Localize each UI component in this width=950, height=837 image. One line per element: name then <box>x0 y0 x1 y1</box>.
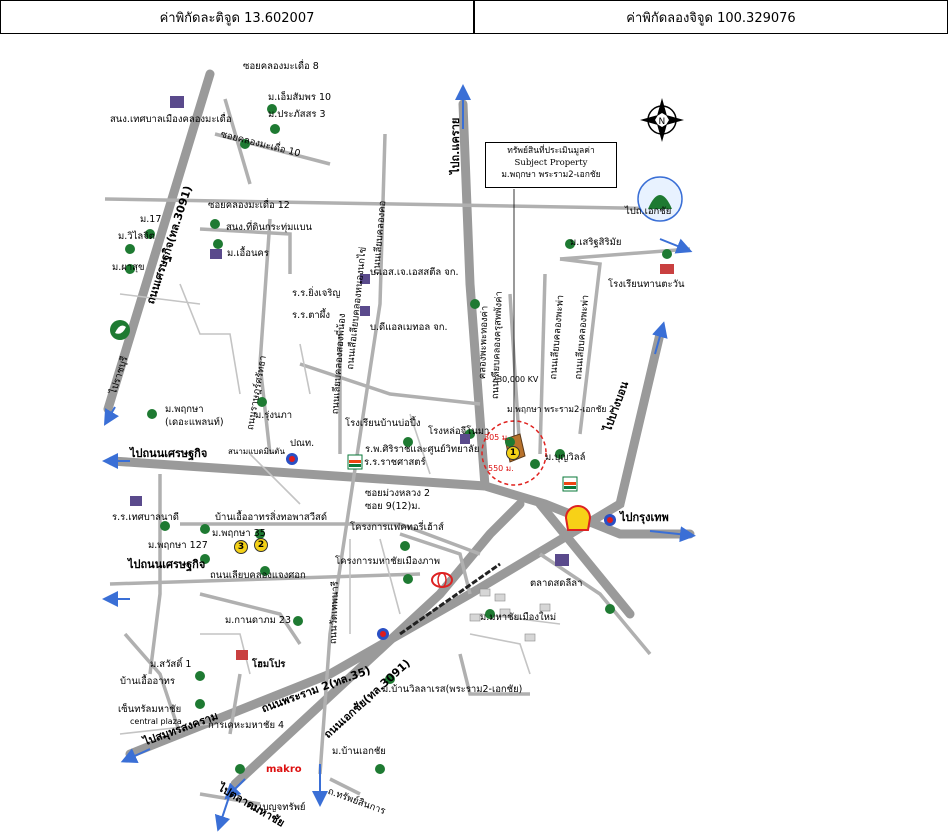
label-stadium: สนามแบดมินตัน <box>228 447 285 456</box>
label-soi-numbers: ซอย 9(12)ม. <box>365 501 421 512</box>
shell-logo-icon <box>564 505 592 531</box>
label-soi2: ซอยม่วงหลวง 2 <box>365 488 431 499</box>
label-pruksa-deplan-2: (เดอะแพลนท์) <box>165 417 224 428</box>
label-central-plaza: central plaza <box>130 717 182 726</box>
ptt-logo-icon-3 <box>377 628 389 640</box>
label-baan-eua: บ้านเอื้ออาทรสิ่งทอพาสวีสด์ <box>215 512 328 523</box>
label-homepro: โฮมโปร <box>252 659 286 670</box>
subject-thai-label: ทรัพย์สินที่ประเมินมูลค่า <box>507 146 595 156</box>
arrow-northeast <box>659 238 693 254</box>
label-sanong-land: สนง.ที่ดินกระทุ่มแบน <box>226 222 313 233</box>
toyota-logo-icon <box>431 572 453 588</box>
road-north-to-kraai <box>458 99 490 491</box>
label-m-boonsap: ม.เบญจทรัพย์ <box>250 802 306 813</box>
label-post: ปณท. <box>290 438 315 449</box>
marker-1: 1 <box>506 446 520 460</box>
arrow-north-east2 <box>652 321 668 355</box>
label-soi8: ซอยคลองมะเดื่อ 8 <box>243 61 319 72</box>
railway <box>399 562 501 636</box>
label-sanong-tesaban: สนง.เทศบาลเมืองคลองมะเดื่อ <box>110 114 232 125</box>
label-school-panpueng: โรงเรียนบ้านบ่อปึ้ง <box>345 418 421 429</box>
label-central: เซ็นทรัลมหาชัย <box>118 704 182 715</box>
label-m-serm: ม.เสริฐสิริมัย <box>570 237 622 248</box>
label-to-ekachai: ไปถ.เอกชัย <box>625 206 672 217</box>
label-to-settakit-top: ไปถนนเศรษฐกิจ <box>130 447 208 460</box>
marker-3: 3 <box>234 540 248 554</box>
label-emsamphon: ม.เอ็มสัมพร 10 <box>268 92 332 103</box>
marker-2: 2 <box>254 538 268 552</box>
label-baan-eua-atorn: บ้านเอื้ออาทร <box>120 676 175 687</box>
label-diamond: บ.ดีแอลเมทอล จก. <box>370 322 448 333</box>
label-m-baan-ekachai: ม.บ้านเอกชัย <box>332 746 386 757</box>
label-school1: ร.ร.ยิ่งเจริญ <box>292 288 341 299</box>
label-prapatson: ม.ประภัสสร 3 <box>268 109 326 120</box>
label-pruksa-subject: ม.พฤกษา พระราม2-เอกชัย 2 <box>507 405 615 415</box>
arrow-west-left <box>103 406 119 426</box>
label-khlong-wat: ถนนวัดเทพนารี <box>328 581 342 645</box>
label-to-krathum: ไปถ.แคราย <box>449 117 462 174</box>
arrow-south2 <box>214 793 231 832</box>
label-hospital: ร.พ.ศิริราชและศูนย์วิทยาลัย <box>365 444 480 455</box>
label-m-mahachai: ม.มหาชัยเมืองใหม่ <box>480 612 557 623</box>
road-ekachai <box>230 499 525 789</box>
label-m-kankarn: ม.กานดาภม 23 <box>225 615 291 626</box>
label-to-bangkok: ไปกรุงเทพ <box>620 511 669 524</box>
label-rungnapa: ม.รุ่งนภา <box>255 410 293 421</box>
compass-north-icon: N <box>640 98 684 142</box>
label-pruksa-35: ม.พฤกษา 35 <box>212 528 266 539</box>
seven-eleven-icon <box>347 454 363 470</box>
distance-550: 550 ม. <box>488 464 514 473</box>
label-m-sawat: ม.สวัสดิ์ 1 <box>150 659 192 670</box>
location-map: N <box>0 34 950 837</box>
label-kaeha: การเคหะมหาชัย 4 <box>208 720 285 731</box>
label-factory: โครงการแฟคทอรี่เฮ้าส์ <box>350 522 444 533</box>
label-makro: makro <box>266 764 302 775</box>
label-school-tesaban: ร.ร.เทศบาลนาดี <box>112 512 179 523</box>
label-talad: ตลาดสดลีลา <box>530 578 583 589</box>
label-canal-road: ถนนเลียบคลองแจงศอก <box>210 570 306 581</box>
arrow-southwest <box>120 748 151 763</box>
seven-eleven-icon-2 <box>562 476 578 492</box>
label-mahachai-project: โครงการมหาชัยเมืองภาพ <box>335 556 440 567</box>
leaf-logo-icon <box>110 320 130 340</box>
road-settakit-3091 <box>103 69 215 414</box>
subject-project-label: ม.พฤกษา พระราม2-เอกชัย <box>501 170 601 180</box>
coordinates-header: ค่าพิกัดละติจูด 13.602007 ค่าพิกัดลองจิจ… <box>0 0 948 34</box>
distance-305: 305 ม. <box>484 433 510 442</box>
label-soi12: ซอยคลองมะเดื่อ 12 <box>208 200 290 211</box>
label-pruksa127: ม.พฤกษา 127 <box>148 540 208 551</box>
label-chem: บ.เอส.เจ.เอสสตีล จก. <box>370 267 459 278</box>
longitude-cell: ค่าพิกัดลองจิจูด 100.329076 <box>473 1 947 33</box>
label-m-wilai: ม.วิไลจิต <box>118 231 155 242</box>
road-network: N <box>102 69 696 832</box>
svg-text:N: N <box>659 117 666 127</box>
label-pruksa-deplan: ม.พฤกษา <box>165 404 204 415</box>
ptt-logo-icon <box>604 514 616 526</box>
label-m-villa: ม.บ้านวิลลาเรส(พระราม2-เอกชัย) <box>382 684 523 695</box>
label-ratchasart: ร.ร.ราชศาสตร์ <box>364 457 426 468</box>
label-to-settakit-bottom: ไปถนนเศรษฐกิจ <box>128 558 206 571</box>
label-m17: ม.17 <box>140 214 162 225</box>
ptt-logo-icon-2 <box>286 453 298 465</box>
subject-english-label: Subject Property <box>514 158 588 168</box>
subject-property-box: ทรัพย์สินที่ประเมินมูลค่า Subject Proper… <box>485 142 617 188</box>
power-line-label: 230,000 KV <box>492 375 539 384</box>
label-m-phasuk: ม.ผาสุข <box>112 262 145 273</box>
label-temple: ร.ร.ตาผึ้ง <box>292 310 330 321</box>
latitude-cell: ค่าพิกัดละติจูด 13.602007 <box>159 10 315 26</box>
label-m-eu: ม.เอื้อนคร <box>227 248 269 259</box>
road-east <box>535 499 635 619</box>
arrow-east-bkk <box>649 526 696 543</box>
label-school-rice: โรงเรียนทานตะวัน <box>608 279 685 290</box>
district-logo-icon <box>637 176 683 222</box>
label-boonyavi: ม.บุญวิลล์ <box>545 452 586 463</box>
arrow-southwest2 <box>224 778 246 800</box>
label-school-rak: โรงหล่อจีโนมา <box>428 426 490 437</box>
